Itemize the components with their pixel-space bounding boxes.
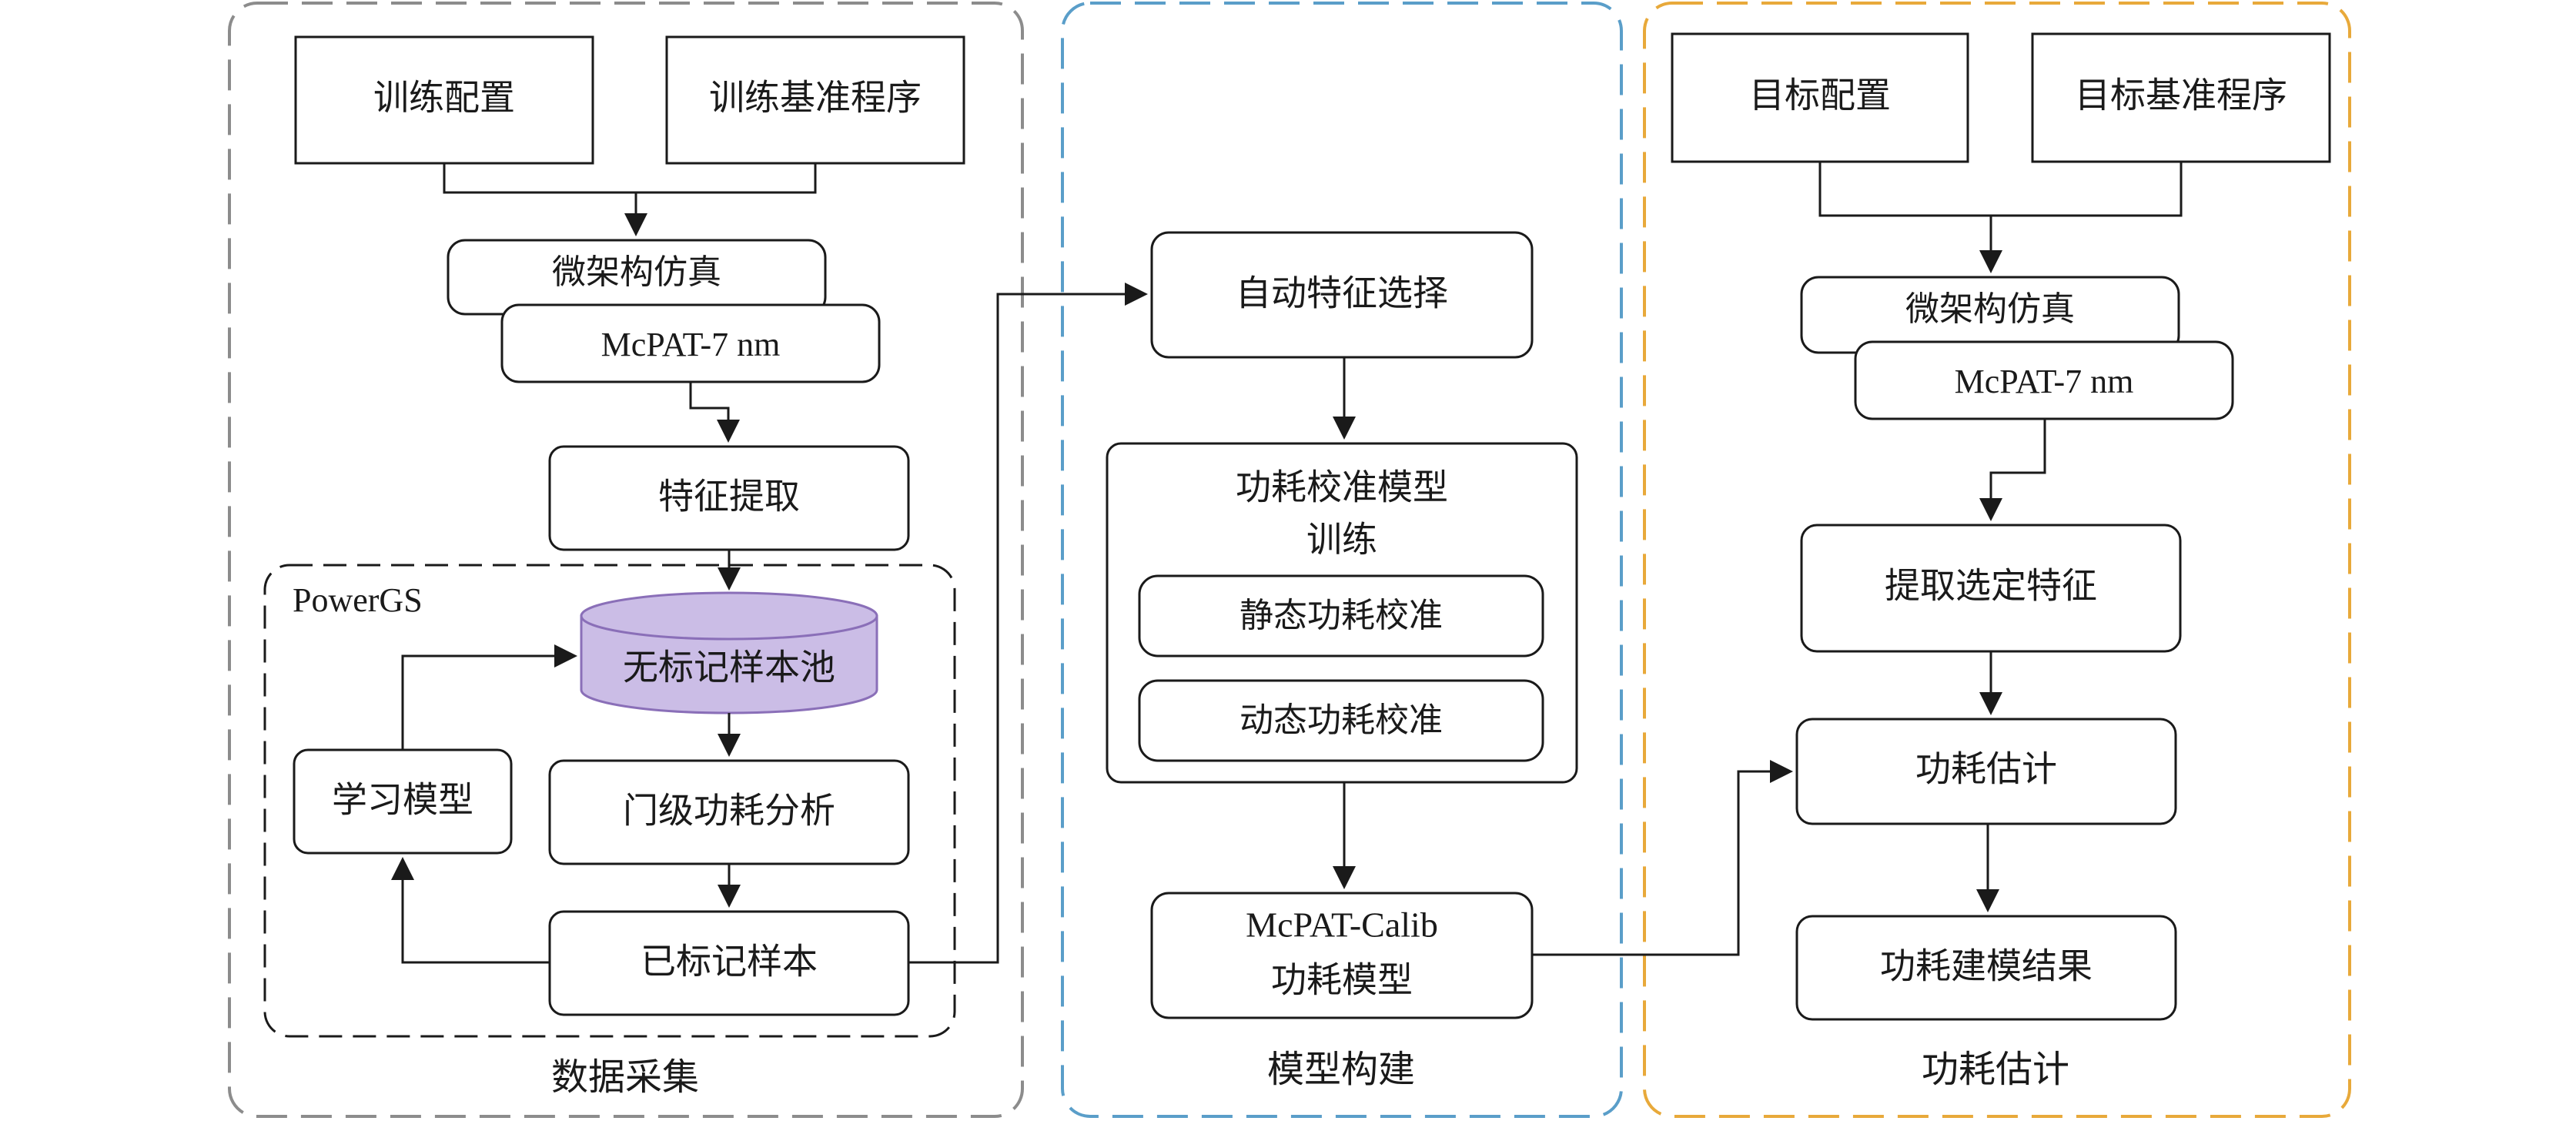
target-config-box (1671, 32, 1969, 163)
labeled-samples-label: 已标记样本 (641, 941, 818, 982)
feature-extract-label: 特征提取 (658, 476, 800, 517)
arrow-to-extract-selected (1979, 419, 2046, 521)
gate-analysis-label: 门级功耗分析 (623, 790, 835, 832)
section-estimate-border (1643, 2, 2351, 1118)
target-mcpat-label: McPAT-7 nm (1955, 363, 2134, 400)
powergs-region (263, 564, 956, 1038)
train-benchmark-label: 训练基准程序 (709, 77, 922, 119)
target-uarch-sim-label: 微架构仿真 (1905, 289, 2075, 329)
uarch-sim-label: 微架构仿真 (552, 253, 721, 292)
section-collect-border (228, 2, 1024, 1118)
arrow-learn-to-pool (401, 644, 577, 750)
train-config-box (294, 35, 594, 165)
unlabeled-pool-label: 无标记样本池 (623, 647, 835, 688)
auto-feature-box (1150, 231, 1534, 359)
static-calib-label: 静态功耗校准 (1239, 596, 1443, 635)
train-config-label: 训练配置 (373, 77, 515, 119)
arrow-labeled-to-auto-feature (908, 283, 1148, 964)
section-estimate-label: 功耗估计 (1922, 1048, 2069, 1091)
mcpat-label: McPAT-7 nm (601, 326, 781, 363)
result-label: 功耗建模结果 (1880, 945, 2093, 987)
mcpat-calib-line1: McPAT-Calib (1246, 905, 1438, 945)
result-box (1795, 915, 2177, 1021)
target-config-label: 目标配置 (1749, 75, 1891, 116)
section-collect-label: 数据采集 (551, 1056, 699, 1099)
learn-model-label: 学习模型 (332, 779, 473, 821)
section-build-border (1061, 2, 1623, 1118)
powergs-label: PowerGS (293, 581, 423, 619)
arrow-to-feature-extract (689, 382, 740, 443)
target-merge-line (1818, 162, 2183, 217)
calib-train-title-line1: 功耗校准模型 (1236, 467, 1448, 508)
calib-train-title-line2: 训练 (1306, 519, 1377, 560)
dynamic-calib-label: 动态功耗校准 (1239, 701, 1443, 740)
target-benchmark-label: 目标基准程序 (2075, 75, 2287, 116)
arrow-mcpat-calib-to-estimate (1532, 760, 1793, 956)
auto-feature-label: 自动特征选择 (1236, 273, 1448, 314)
arrow-labeled-to-learn (391, 857, 550, 964)
static-calib-box (1138, 574, 1544, 658)
power-estimate-label: 功耗估计 (1915, 748, 2057, 790)
config-merge-line (443, 163, 817, 194)
section-build-label: 模型构建 (1267, 1048, 1415, 1091)
target-benchmark-box (2031, 32, 2331, 163)
unlabeled-pool-cylinder (580, 591, 878, 714)
dynamic-calib-box (1138, 679, 1544, 762)
extract-selected-label: 提取选定特征 (1885, 565, 2097, 607)
power-estimate-box (1795, 718, 2177, 825)
mcpat-calib-line2: 功耗模型 (1271, 959, 1413, 1001)
